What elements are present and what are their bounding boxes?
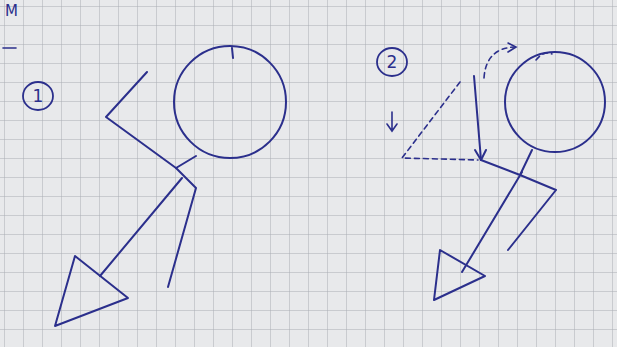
arrow-shaft bbox=[100, 178, 182, 276]
neck-line bbox=[176, 156, 196, 168]
dashed-motion-arc bbox=[536, 53, 552, 60]
arrow-shaft bbox=[462, 172, 522, 272]
circle-outline bbox=[23, 82, 53, 110]
limb-line bbox=[474, 76, 481, 160]
dashed-motion-path bbox=[402, 82, 478, 160]
limb-lines bbox=[481, 160, 556, 250]
margin-letter: M bbox=[5, 4, 18, 19]
circle-outline bbox=[377, 48, 407, 76]
callout-number: 1 bbox=[33, 88, 44, 105]
arrow-head bbox=[434, 250, 485, 300]
callout-number: 2 bbox=[387, 54, 398, 71]
limb-lines bbox=[106, 72, 196, 287]
tick-mark bbox=[232, 48, 233, 58]
small-arrowhead bbox=[475, 150, 486, 160]
callout-circle: 1 bbox=[22, 80, 54, 112]
callout-circle: 2 bbox=[376, 46, 408, 78]
arrow-head bbox=[55, 256, 128, 326]
dashed-motion-arc bbox=[484, 47, 515, 78]
head-circle bbox=[174, 46, 286, 158]
margin-mark bbox=[3, 47, 16, 49]
head-circle bbox=[505, 52, 605, 152]
motion-arrowhead bbox=[508, 43, 516, 52]
motion-arrow bbox=[387, 112, 397, 131]
